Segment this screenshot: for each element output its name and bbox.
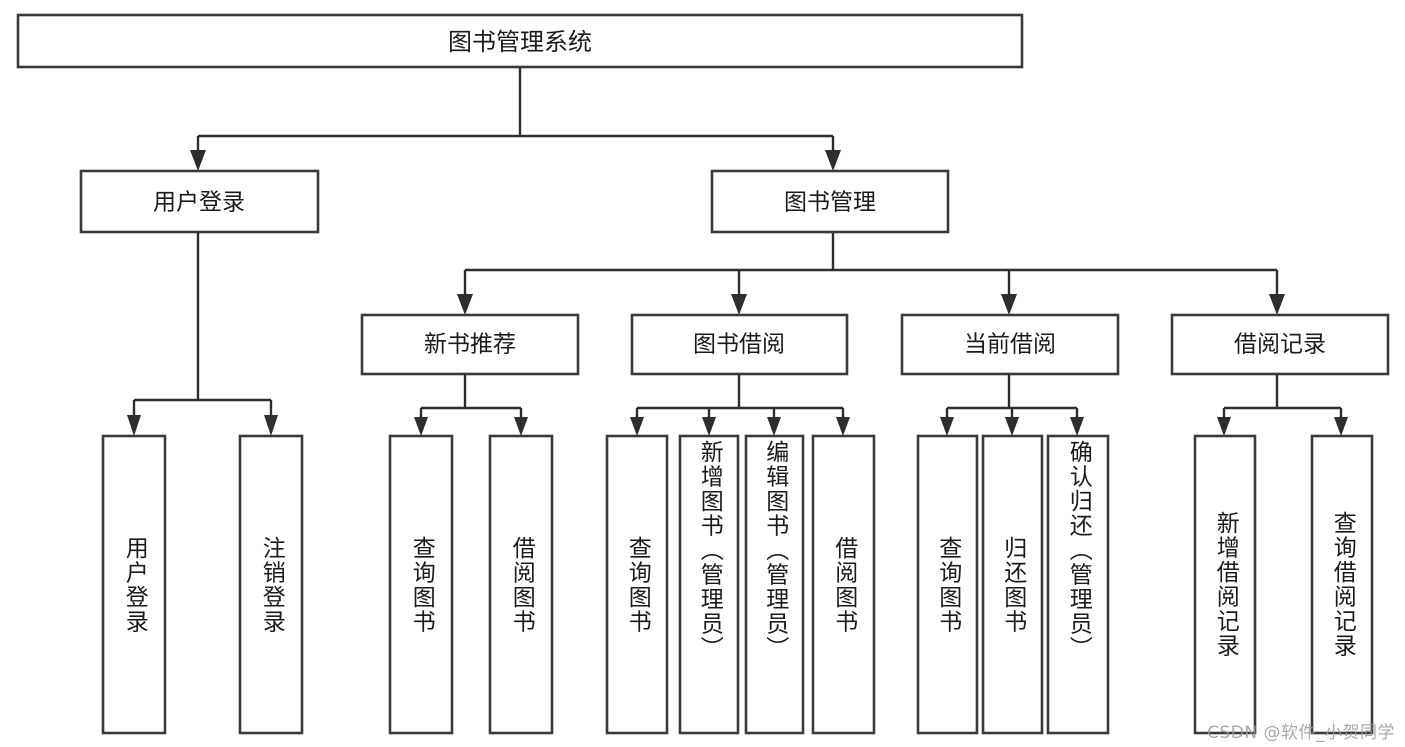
arrow-to-current-borrow (1001, 294, 1017, 315)
root-label: 图书管理系统 (448, 28, 592, 56)
leaf-box-query-book-1[interactable] (388, 434, 454, 735)
new-book-recommend-label: 新书推荐 (424, 332, 516, 358)
arrow-to-leaf-edit-book (767, 417, 781, 436)
leaf-box-logout[interactable] (238, 434, 304, 735)
book-borrow-label: 图书借阅 (693, 332, 785, 358)
arrow-to-leaf-query-book-2 (630, 417, 644, 436)
edges-book-manage-to-level3 (457, 232, 1285, 315)
edges-current-borrow-to-leaves (940, 374, 1084, 436)
leaf-box-add-record[interactable] (1193, 434, 1257, 735)
edges-new-book-to-leaves (414, 374, 528, 436)
node-book-manage[interactable]: 图书管理 (710, 169, 950, 234)
leaf-box-add-book[interactable] (678, 434, 740, 735)
leaf-box-confirm-return[interactable] (1046, 434, 1110, 735)
arrow-to-leaf-confirm-return (1070, 417, 1084, 436)
arrow-to-leaf-return-book (1005, 417, 1019, 436)
leaf-box-query-book-3[interactable] (916, 434, 979, 735)
arrow-to-leaf-add-record (1217, 417, 1231, 436)
watermark-text: CSDN @软件_小贺同学 (1207, 723, 1395, 743)
borrow-record-box[interactable] (1170, 313, 1390, 376)
arrow-to-book-manage (825, 150, 841, 171)
node-user-login[interactable]: 用户登录 (79, 169, 320, 234)
edges-root-to-level2 (190, 67, 841, 171)
edges-borrow-record-to-leaves (1217, 374, 1348, 436)
book-manage-label: 图书管理 (784, 190, 876, 216)
arrow-to-leaf-add-book (702, 417, 716, 436)
arrow-to-leaf-user-login (127, 415, 141, 436)
current-borrow-label: 当前借阅 (964, 332, 1056, 358)
arrow-to-book-borrow (731, 294, 747, 315)
book-borrow-box[interactable] (630, 313, 849, 376)
arrow-to-leaf-query-book-3 (940, 417, 954, 436)
leaf-box-return-book[interactable] (981, 434, 1044, 735)
new-book-recommend-box[interactable] (360, 313, 580, 376)
node-borrow-record[interactable]: 借阅记录 (1170, 313, 1390, 376)
edges-book-borrow-to-leaves (630, 374, 850, 436)
leaf-box-borrow-book-2[interactable] (811, 434, 876, 735)
leaf-box-query-book-2[interactable] (605, 434, 669, 735)
arrow-to-leaf-borrow-book-2 (836, 417, 850, 436)
borrow-record-label: 借阅记录 (1234, 332, 1326, 358)
arrow-to-new-book (457, 294, 473, 315)
arrow-to-borrow-record (1269, 294, 1285, 315)
edges-user-login-to-leaves (127, 232, 278, 436)
node-root[interactable]: 图书管理系统 (16, 13, 1024, 69)
arrow-to-user-login (190, 150, 206, 171)
node-current-borrow[interactable]: 当前借阅 (900, 313, 1120, 376)
node-new-book-recommend[interactable]: 新书推荐 (360, 313, 580, 376)
leaf-box-query-record[interactable] (1310, 434, 1374, 735)
node-book-borrow[interactable]: 图书借阅 (630, 313, 849, 376)
user-login-label: 用户登录 (153, 190, 245, 216)
user-login-box[interactable] (79, 169, 320, 234)
current-borrow-box[interactable] (900, 313, 1120, 376)
leaf-box-edit-book[interactable] (744, 434, 805, 735)
leaf-boxes (101, 434, 1374, 735)
arrow-to-leaf-query-record (1334, 417, 1348, 436)
leaf-box-user-login[interactable] (101, 434, 167, 735)
arrow-to-leaf-borrow-book-1 (514, 417, 528, 436)
arrow-to-leaf-query-book-1 (414, 417, 428, 436)
book-manage-box[interactable] (710, 169, 950, 234)
root-box[interactable] (16, 13, 1024, 69)
leaf-box-borrow-book-1[interactable] (488, 434, 554, 735)
arrow-to-leaf-logout (264, 415, 278, 436)
